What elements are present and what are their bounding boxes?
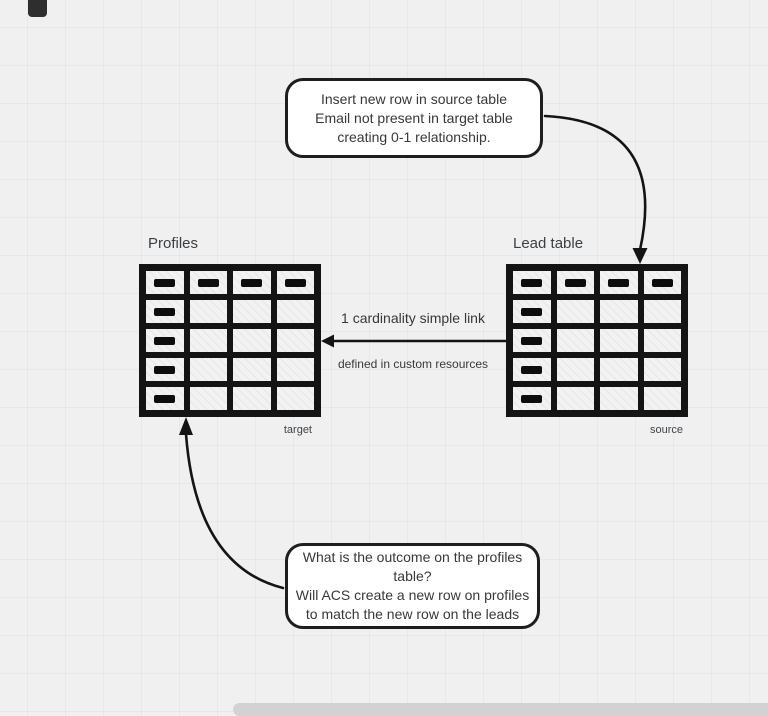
cell-text-bar	[521, 307, 543, 316]
table-cell	[276, 329, 314, 352]
table-cell	[513, 300, 551, 323]
cell-text-bar	[197, 278, 219, 287]
profiles-table-shape[interactable]	[139, 264, 321, 417]
callout-profiles-outcome[interactable]: What is the outcome on the profiles tabl…	[285, 543, 540, 629]
cell-text-bar	[154, 394, 176, 403]
table-cell	[189, 387, 227, 410]
table-cell	[233, 387, 271, 410]
table-cell	[189, 358, 227, 381]
table-cell	[146, 300, 184, 323]
table-cell	[513, 271, 551, 294]
profiles-table-title[interactable]: Profiles	[148, 235, 199, 252]
table-cell	[146, 329, 184, 352]
arrowhead-down-icon	[632, 248, 648, 264]
cell-text-bar	[154, 278, 176, 287]
callout-text-line: Email not present in target table	[315, 109, 513, 126]
table-cell	[276, 300, 314, 323]
table-cell	[556, 358, 594, 381]
table-cell	[643, 271, 681, 294]
callout-text-line: creating 0-1 relationship.	[337, 128, 491, 145]
table-cell	[556, 387, 594, 410]
cell-text-bar	[284, 278, 306, 287]
table-cell	[643, 358, 681, 381]
table-cell	[600, 329, 638, 352]
table-cell	[233, 271, 271, 294]
target-label[interactable]: target	[283, 424, 312, 436]
callout-text-line: table?	[393, 568, 432, 584]
arrowhead-up-icon	[179, 417, 193, 435]
table-cell	[233, 329, 271, 352]
table-cell	[600, 300, 638, 323]
table-cell	[600, 358, 638, 381]
table-cell	[146, 271, 184, 294]
table-cell	[146, 358, 184, 381]
cell-text-bar	[521, 278, 543, 287]
lead-table-title[interactable]: Lead table	[513, 235, 584, 252]
top-left-ui-fragment[interactable]	[28, 0, 47, 17]
cell-text-bar	[154, 336, 176, 345]
table-cell	[556, 300, 594, 323]
cell-text-bar	[154, 307, 176, 316]
table-cell	[556, 271, 594, 294]
table-cell	[643, 300, 681, 323]
table-cell	[556, 329, 594, 352]
cell-text-bar	[521, 394, 543, 403]
table-cell	[146, 387, 184, 410]
callout-text-line: Will ACS create a new row on profiles	[295, 587, 530, 603]
callout-text-line: What is the outcome on the profiles	[302, 549, 523, 565]
table-cell	[189, 300, 227, 323]
source-label[interactable]: source	[649, 424, 683, 436]
table-cell	[643, 387, 681, 410]
table-cell	[643, 329, 681, 352]
table-cell	[276, 358, 314, 381]
cell-text-bar	[154, 365, 176, 374]
cell-text-bar	[651, 278, 673, 287]
table-cell	[513, 329, 551, 352]
callout-text-line: Insert new row in source table	[321, 90, 507, 107]
table-cell	[513, 387, 551, 410]
horizontal-scrollbar[interactable]	[233, 703, 768, 716]
arrow-callout-to-lead-table[interactable]	[543, 114, 647, 252]
cell-text-bar	[241, 278, 263, 287]
table-cell	[600, 271, 638, 294]
table-cell	[600, 387, 638, 410]
cell-text-bar	[608, 278, 630, 287]
callout-text-line: to match the new row on the leads	[305, 606, 520, 622]
cell-text-bar	[521, 365, 543, 374]
table-cell	[276, 271, 314, 294]
table-cell	[189, 329, 227, 352]
link-cardinality-label[interactable]: 1 cardinality simple link	[341, 310, 485, 326]
cell-text-bar	[521, 336, 543, 345]
link-definition-label[interactable]: defined in custom resources	[337, 357, 489, 371]
cell-text-bar	[564, 278, 586, 287]
table-cell	[233, 300, 271, 323]
callout-insert-row[interactable]: Insert new row in source table Email not…	[285, 78, 543, 158]
table-cell	[513, 358, 551, 381]
lead-table-shape[interactable]	[506, 264, 688, 417]
table-cell	[189, 271, 227, 294]
arrow-callout-to-profiles-table[interactable]	[184, 432, 285, 590]
table-cell	[233, 358, 271, 381]
table-cell	[276, 387, 314, 410]
arrowhead-left-icon	[321, 334, 334, 348]
